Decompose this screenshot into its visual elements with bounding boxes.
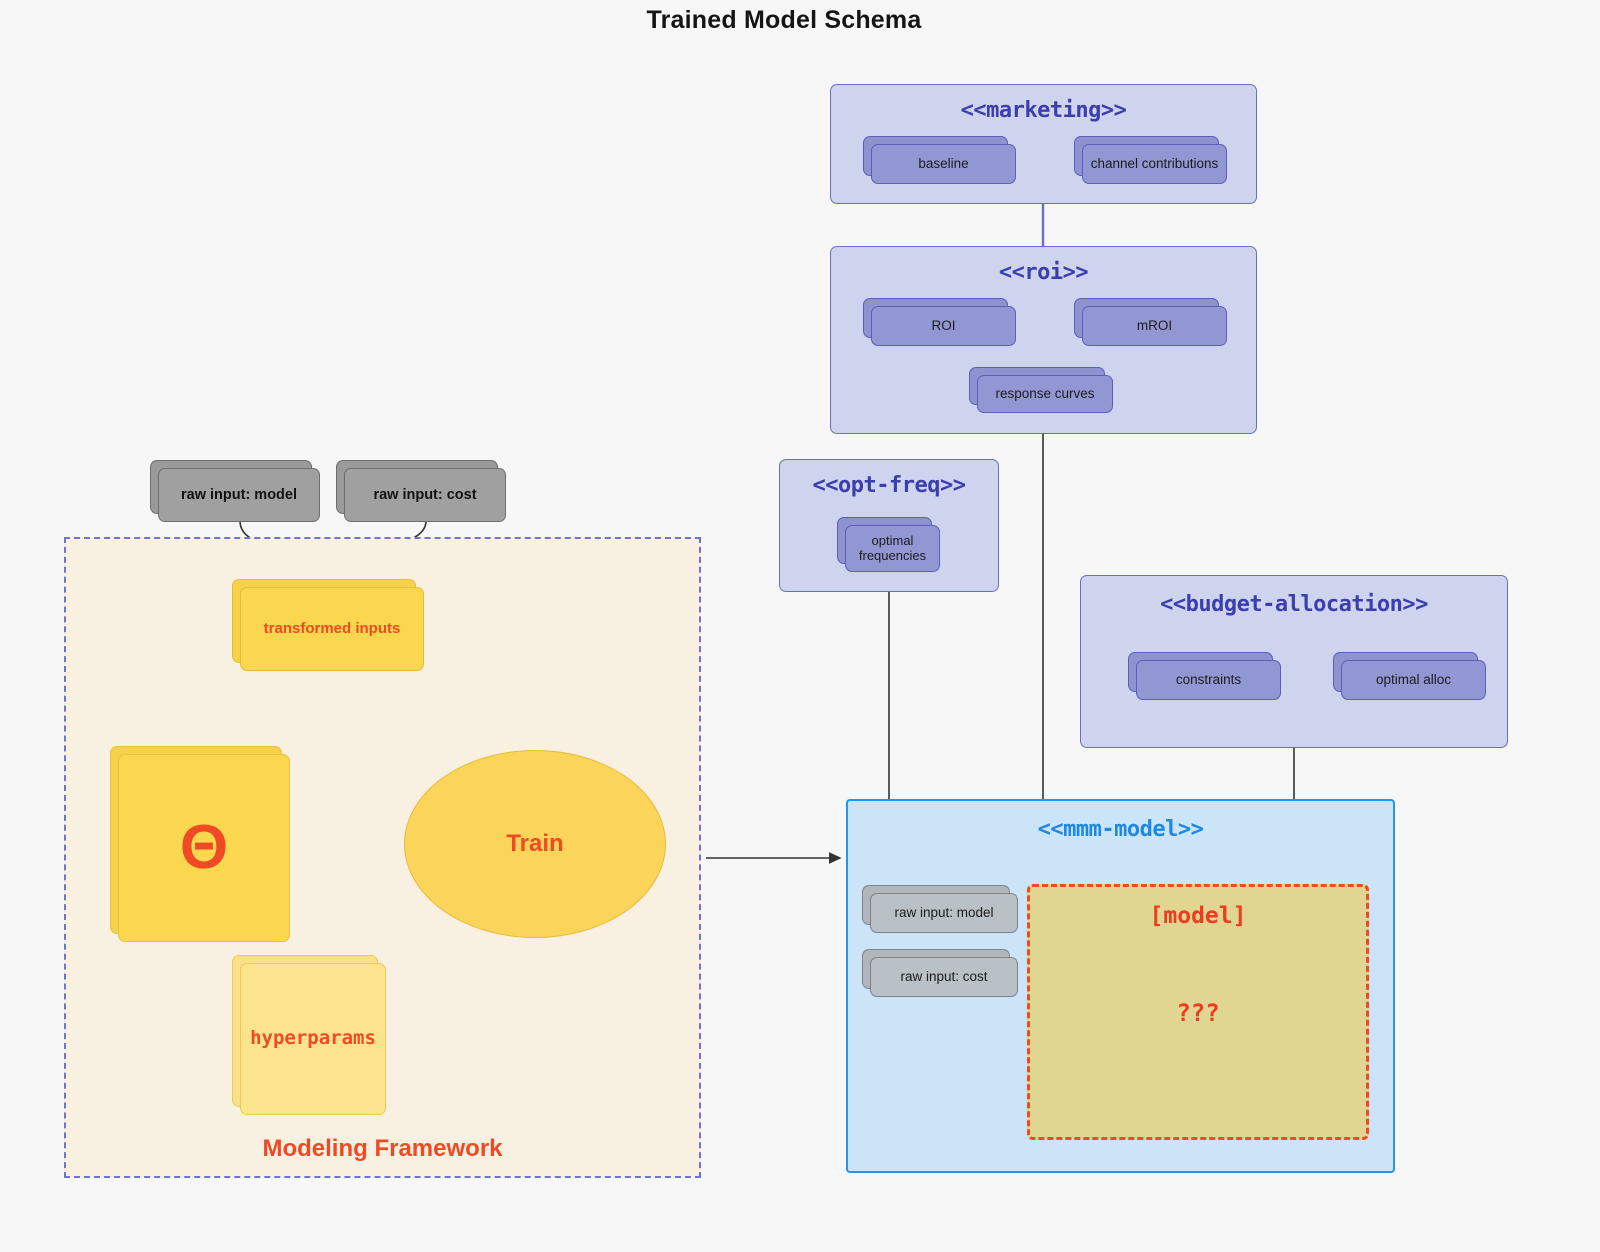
node-hyperparams[interactable]: hyperparams bbox=[232, 955, 386, 1115]
node-train-label: Train bbox=[506, 830, 564, 857]
model-placeholder-label: [model] bbox=[1149, 903, 1247, 929]
node-transformed-inputs[interactable]: transformed inputs bbox=[232, 579, 424, 671]
node-mmm-raw-input-cost-label: raw input: cost bbox=[870, 957, 1018, 997]
node-mroi[interactable]: mROI bbox=[1074, 298, 1227, 346]
package-roi-title: <<roi>> bbox=[998, 260, 1089, 285]
node-baseline[interactable]: baseline bbox=[863, 136, 1016, 184]
model-placeholder-box[interactable]: [model] ??? bbox=[1027, 884, 1369, 1140]
package-marketing[interactable]: <<marketing>> baseline channel contribut… bbox=[830, 84, 1257, 204]
node-optimal-alloc[interactable]: optimal alloc bbox=[1333, 652, 1486, 700]
node-roi[interactable]: ROI bbox=[863, 298, 1016, 346]
node-response-curves-label: response curves bbox=[977, 375, 1113, 413]
package-roi[interactable]: <<roi>> ROI mROI response curves bbox=[830, 246, 1257, 434]
node-mmm-raw-input-model[interactable]: raw input: model bbox=[862, 885, 1018, 933]
node-transformed-inputs-label: transformed inputs bbox=[240, 587, 424, 671]
node-train[interactable]: Train bbox=[404, 750, 666, 938]
node-constraints[interactable]: constraints bbox=[1128, 652, 1281, 700]
node-channel-contributions[interactable]: channel contributions bbox=[1074, 136, 1227, 184]
node-baseline-label: baseline bbox=[871, 144, 1016, 184]
node-roi-label: ROI bbox=[871, 306, 1016, 346]
model-placeholder-unknown: ??? bbox=[1176, 999, 1220, 1027]
node-constraints-label: constraints bbox=[1136, 660, 1281, 700]
node-raw-input-cost[interactable]: raw input: cost bbox=[336, 460, 506, 522]
node-hyperparams-label: hyperparams bbox=[240, 963, 386, 1115]
node-optimal-alloc-label: optimal alloc bbox=[1341, 660, 1486, 700]
node-theta[interactable]: Θ bbox=[110, 746, 290, 942]
node-mmm-raw-input-model-label: raw input: model bbox=[870, 893, 1018, 933]
node-mmm-raw-input-cost[interactable]: raw input: cost bbox=[862, 949, 1018, 997]
package-mmm-model-title: <<mmm-model>> bbox=[1037, 817, 1204, 842]
node-raw-input-model-label: raw input: model bbox=[158, 468, 320, 522]
package-opt-freq-title: <<opt-freq>> bbox=[812, 473, 966, 498]
page-title: Trained Model Schema bbox=[646, 6, 922, 34]
node-optimal-frequencies[interactable]: optimal frequencies bbox=[837, 517, 940, 572]
package-budget-allocation-title: <<budget-allocation>> bbox=[1160, 592, 1428, 617]
node-raw-input-cost-label: raw input: cost bbox=[344, 468, 506, 522]
node-response-curves[interactable]: response curves bbox=[969, 367, 1113, 413]
node-channel-contributions-label: channel contributions bbox=[1082, 144, 1227, 184]
node-theta-symbol: Θ bbox=[118, 754, 290, 942]
package-marketing-title: <<marketing>> bbox=[960, 98, 1127, 123]
node-optimal-frequencies-label: optimal frequencies bbox=[845, 525, 940, 572]
node-mroi-label: mROI bbox=[1082, 306, 1227, 346]
modeling-framework-label: Modeling Framework bbox=[262, 1135, 503, 1162]
node-raw-input-model[interactable]: raw input: model bbox=[150, 460, 320, 522]
package-opt-freq[interactable]: <<opt-freq>> optimal frequencies bbox=[779, 459, 999, 592]
package-budget-allocation[interactable]: <<budget-allocation>> constraints optima… bbox=[1080, 575, 1508, 748]
